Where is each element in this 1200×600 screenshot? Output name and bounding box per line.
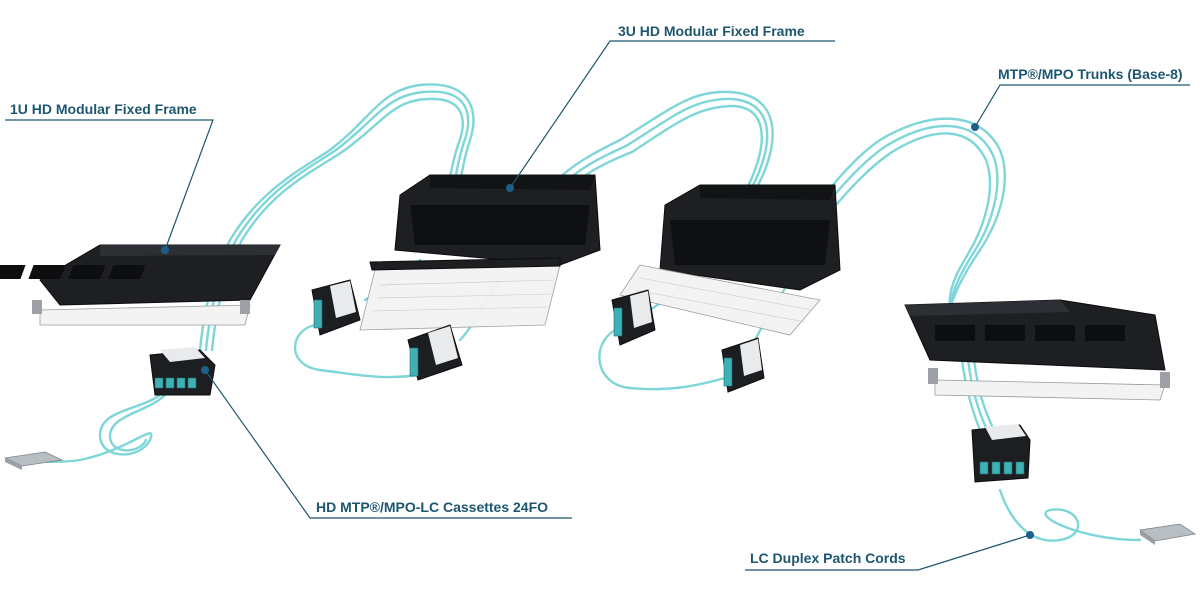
label-3u-frame: 3U HD Modular Fixed Frame [618,23,805,39]
leader-patch-cords [745,531,1034,571]
frame-1u-right [904,299,1170,401]
cassette-left [149,347,216,396]
transceiver-right [1138,523,1197,545]
trunk-fibers [198,83,1006,432]
frame-3u-b [619,184,841,336]
label-cassettes: HD MTP®/MPO-LC Cassettes 24FO [316,499,548,515]
frame-3u-a [359,174,601,331]
leader-1u [5,119,214,254]
transceiver-left [3,451,64,470]
cassette-3u-a-right [407,324,463,381]
label-trunks: MTP®/MPO Trunks (Base-8) [998,66,1183,82]
cassette-3u-b-right [721,337,765,393]
frame-1u-left [0,244,281,326]
patch-cord-loops [18,323,1142,542]
leader-cassettes [201,366,572,519]
label-patch-cords: LC Duplex Patch Cords [750,550,906,566]
cassette-right [971,424,1031,483]
cassette-3u-b-left [611,289,656,346]
leader-3u [506,40,835,192]
cassette-3u-a-left [311,279,361,336]
leader-trunks [971,84,1190,131]
label-1u-frame: 1U HD Modular Fixed Frame [10,101,197,117]
